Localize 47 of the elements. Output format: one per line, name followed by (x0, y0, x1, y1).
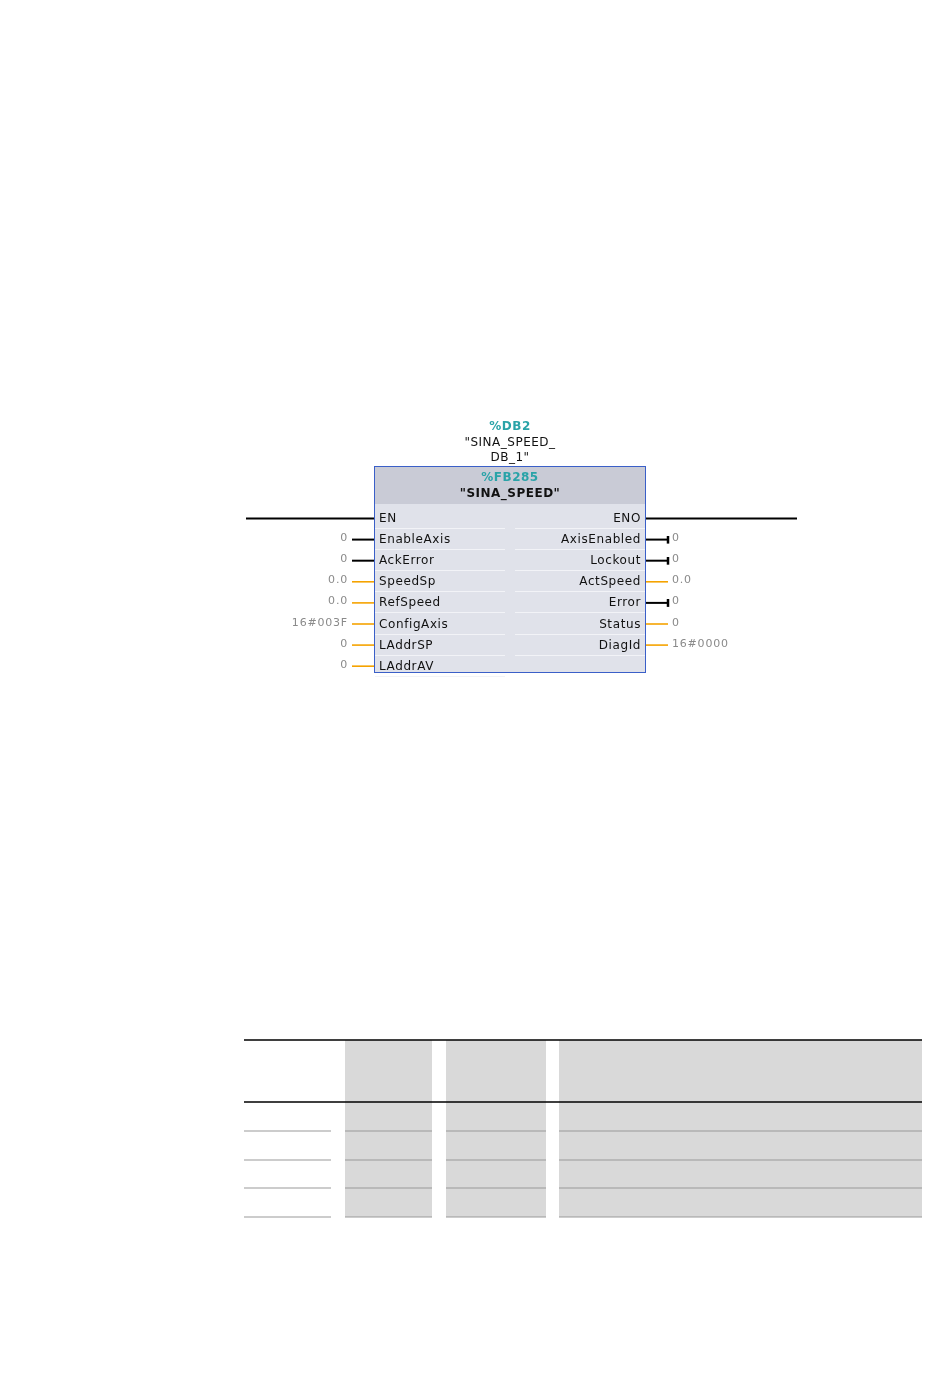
connector-line (245, 517, 376, 520)
connector-line (644, 581, 669, 583)
block-address: %FB285 (480, 470, 540, 484)
connector-line (351, 665, 376, 667)
pin-label: ConfigAxis (375, 613, 505, 635)
pin-label: Lockout (515, 550, 645, 572)
pin-label: EnableAxis (375, 529, 505, 551)
pin-label: SpeedSp (375, 571, 505, 593)
connector-line (644, 623, 669, 625)
pin-label: AckError (375, 550, 505, 572)
pin-value: 16#0000 (668, 635, 729, 652)
pin-value: 0 (340, 656, 352, 673)
instance-name: "SINA_SPEED_ DB_1" (463, 435, 557, 465)
pin-value: 0 (668, 551, 680, 568)
pin-label: AxisEnabled (515, 529, 645, 551)
pin-value: 0 (340, 530, 352, 547)
connector-line (644, 597, 670, 609)
connector-line (351, 602, 376, 604)
connector-line (644, 555, 670, 566)
pin-value: 0 (668, 593, 680, 610)
connector-line (351, 538, 376, 541)
pin-value: 16#003F (291, 614, 352, 631)
pin-value: 0.0 (328, 572, 352, 589)
connector-line (351, 623, 376, 625)
connector-line (644, 644, 669, 646)
pin-label: RefSpeed (375, 592, 505, 614)
connector-line (644, 534, 670, 545)
pin-label: ActSpeed (515, 571, 645, 593)
connector-line (644, 517, 798, 520)
instance-address: %DB2 (488, 419, 532, 433)
pin-value: 0.0 (668, 572, 692, 589)
pin-value: 0.0 (328, 593, 352, 610)
pin-label: LAddrSP (375, 634, 505, 656)
pin-value: 0 (340, 635, 352, 652)
pin-value: 0 (340, 551, 352, 568)
pin-label: LAddrAV (375, 655, 505, 677)
pin-label: Status (515, 613, 645, 635)
pin-label: EN (375, 508, 505, 529)
connector-line (351, 644, 376, 646)
pin-label: Error (515, 592, 645, 614)
pin-label: ENO (515, 508, 645, 529)
connector-line (351, 581, 376, 583)
pin-value: 0 (668, 530, 680, 547)
block-name: "SINA_SPEED" (458, 486, 562, 500)
pin-label: DiagId (515, 634, 645, 656)
pin-value: 0 (668, 614, 680, 631)
connector-line (351, 559, 376, 562)
